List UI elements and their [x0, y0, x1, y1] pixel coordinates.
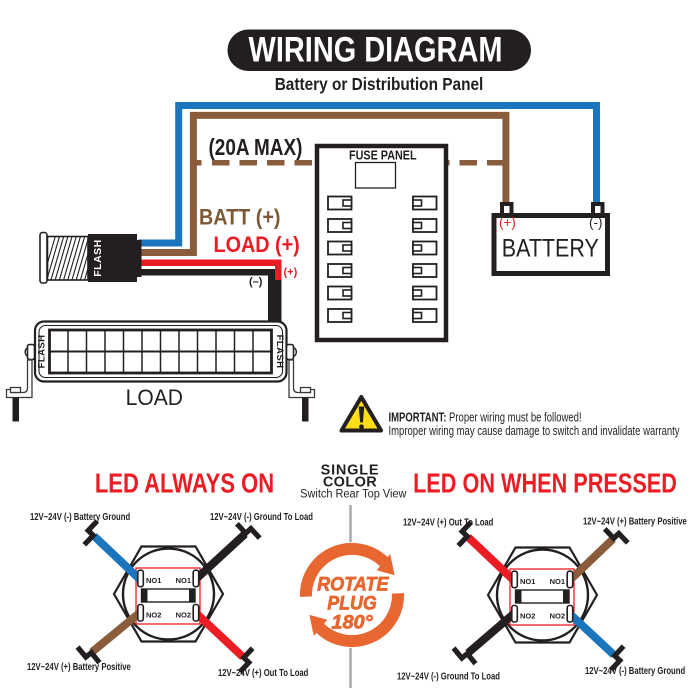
- svg-text:12V~24V (+) Out To Load: 12V~24V (+) Out To Load: [218, 667, 308, 678]
- svg-text:BATT (+): BATT (+): [199, 206, 280, 230]
- svg-text:12V~24V (+) Out To Load: 12V~24V (+) Out To Load: [403, 517, 493, 528]
- svg-text:12V~24V (-) Ground To Load: 12V~24V (-) Ground To Load: [397, 671, 500, 682]
- svg-text:12V~24V (-) Ground To Load: 12V~24V (-) Ground To Load: [210, 511, 313, 522]
- svg-text:(+): (+): [284, 267, 298, 279]
- svg-text:FLASH: FLASH: [37, 335, 48, 369]
- svg-text:FLASH: FLASH: [92, 239, 104, 277]
- svg-text:12V~24V (-) Battery Ground: 12V~24V (-) Battery Ground: [30, 511, 130, 522]
- svg-text:BATTERY: BATTERY: [502, 234, 599, 262]
- svg-text:(20A MAX): (20A MAX): [209, 135, 303, 160]
- svg-text:FUSE PANEL: FUSE PANEL: [349, 148, 417, 163]
- svg-text:WIRING DIAGRAM: WIRING DIAGRAM: [249, 30, 503, 69]
- svg-text:180°: 180°: [331, 612, 372, 633]
- svg-text:12V~24V (-) Battery Ground: 12V~24V (-) Battery Ground: [585, 665, 685, 676]
- svg-text:COLOR: COLOR: [323, 475, 377, 491]
- svg-text:LOAD: LOAD: [126, 384, 183, 410]
- svg-text:(+): (+): [499, 215, 516, 230]
- svg-text:(–): (–): [249, 276, 263, 288]
- svg-text:LED ON WHEN PRESSED: LED ON WHEN PRESSED: [413, 468, 677, 499]
- svg-text:12V~24V (+) Battery Positive: 12V~24V (+) Battery Positive: [27, 661, 131, 672]
- svg-text:ROTATE: ROTATE: [317, 573, 389, 595]
- svg-text:Improper wiring may cause dama: Improper wiring may cause damage to swit…: [389, 424, 680, 438]
- svg-text:PLUG: PLUG: [327, 592, 377, 614]
- svg-text:12V~24V (+) Battery Positive: 12V~24V (+) Battery Positive: [583, 516, 687, 527]
- svg-text:Switch Rear Top View: Switch Rear Top View: [300, 487, 407, 501]
- svg-text:SINGLE: SINGLE: [321, 462, 380, 478]
- svg-text:FLASH: FLASH: [274, 335, 285, 369]
- svg-text:LED ALWAYS ON: LED ALWAYS ON: [95, 468, 274, 499]
- svg-text:LOAD (+): LOAD (+): [214, 233, 300, 257]
- svg-text:IMPORTANT: Proper wiring must: IMPORTANT: Proper wiring must be followe…: [389, 411, 582, 425]
- svg-text:(-): (-): [589, 215, 603, 230]
- svg-text:Battery or Distribution Panel: Battery or Distribution Panel: [275, 75, 484, 94]
